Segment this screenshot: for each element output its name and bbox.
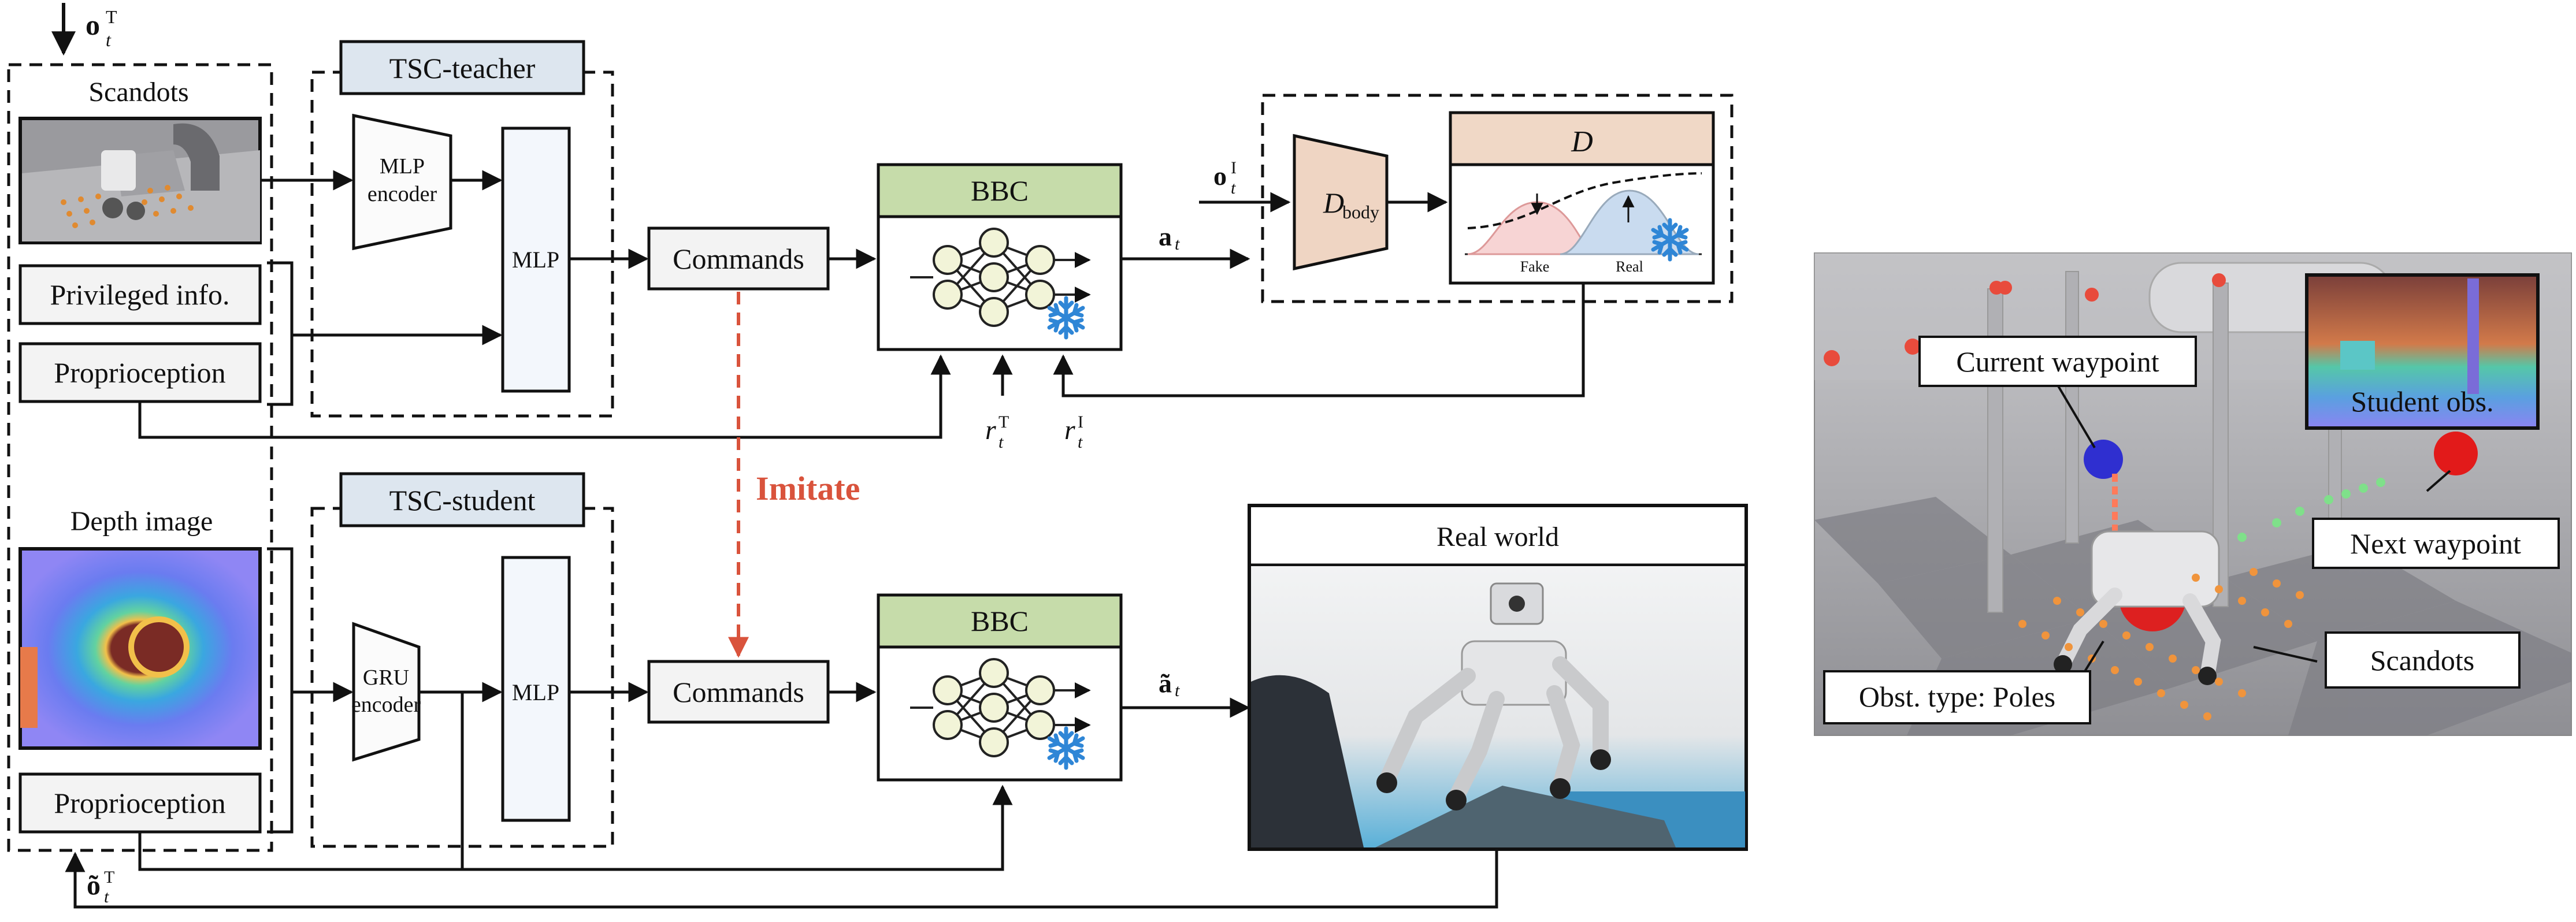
bbc-bottom-block <box>877 593 1123 782</box>
discriminator-title: D <box>1571 125 1593 158</box>
privileged-info-label: Privileged info. <box>50 278 229 311</box>
teacher-obs-sub: t <box>106 29 112 50</box>
teacher-obs-sup: T <box>106 6 117 27</box>
teacher-commands-label: Commands <box>673 243 804 275</box>
scandots-image <box>18 117 262 244</box>
teacher-obs-label: o T t <box>51 3 117 56</box>
student-proprioception-label: Proprioception <box>54 787 225 819</box>
reward-I-sub: t <box>1078 433 1083 452</box>
reward-I-sup: I <box>1078 412 1083 432</box>
real-world-title: Real world <box>1437 522 1559 552</box>
bbc-bottom-label: BBC <box>971 605 1029 637</box>
action-top-symbol: a <box>1159 222 1172 251</box>
gru-encoder-block <box>352 622 421 762</box>
imitate-label: Imitate <box>756 470 860 507</box>
action-bottom-symbol: ã <box>1159 668 1172 698</box>
next-waypoint-label: Next waypoint <box>2350 527 2521 560</box>
d-body-symbol: D <box>1323 187 1344 219</box>
tsc-teacher-title-box <box>339 40 585 95</box>
student-obs-inset <box>2305 273 2540 430</box>
sim-scandots-label: Scandots <box>2370 644 2475 676</box>
simulation-panel <box>1814 252 2572 736</box>
disc-obs-sup: I <box>1231 158 1237 177</box>
gru-encoder-line2: encoder <box>351 693 421 717</box>
real-world-panel <box>1248 504 1748 851</box>
reward-arrows <box>992 283 1585 397</box>
teacher-proprioception-label: Proprioception <box>54 356 225 389</box>
tsc-student-title: TSC-student <box>389 484 536 516</box>
student-arrows <box>65 682 1498 909</box>
teacher-arrows <box>138 170 951 439</box>
sim-robot <box>2054 530 2221 685</box>
scandots-label: Scandots <box>88 77 188 107</box>
sim-leader-lines <box>2056 383 2451 680</box>
student-mlp-label: MLP <box>512 679 559 705</box>
reward-T-sup: T <box>999 412 1009 432</box>
student-obs-sub: t <box>104 887 109 906</box>
depth-image <box>18 547 262 750</box>
bbc-top-block <box>877 163 1123 351</box>
disc-obs-symbol: o <box>1213 161 1227 191</box>
action-top-sub: t <box>1175 235 1180 254</box>
d-body-sub: body <box>1342 202 1379 222</box>
teacher-commands-box <box>647 226 830 291</box>
mlp-encoder-line1: MLP <box>380 154 425 179</box>
student-mlp-block <box>501 556 571 822</box>
current-waypoint-box <box>1918 336 2197 387</box>
action-bottom-sub: t <box>1175 681 1180 700</box>
obst-type-label: Obst. type: Poles <box>1859 681 2055 713</box>
fake-label: Fake <box>1520 258 1550 275</box>
tsc-teacher-title: TSC-teacher <box>389 52 536 84</box>
reward-T-sub: t <box>999 433 1004 452</box>
student-obs-label: Student obs. <box>2351 385 2493 418</box>
depth-image-label: Depth image <box>70 506 213 537</box>
discriminator-frame <box>1261 94 1734 303</box>
privileged-info-box <box>18 264 262 325</box>
real-label: Real <box>1616 258 1643 275</box>
student-obs-sup: T <box>104 868 114 887</box>
observation-frame <box>7 63 273 852</box>
d-body-block <box>1293 133 1389 271</box>
current-waypoint-label: Current waypoint <box>1956 345 2159 378</box>
bbc-top-label: BBC <box>971 174 1029 207</box>
teacher-mlp-label: MLP <box>512 247 559 273</box>
student-bracket <box>267 547 294 834</box>
teacher-proprioception-box <box>18 342 262 403</box>
reward-I-symbol: r <box>1064 415 1075 445</box>
discriminator-block <box>1449 111 1715 285</box>
student-obs-symbol: õ <box>87 870 101 901</box>
mlp-encoder-line2: encoder <box>368 182 437 206</box>
tsc-student-title-box <box>339 472 585 527</box>
mlp-encoder-block <box>352 113 452 251</box>
gru-encoder-line1: GRU <box>363 666 409 690</box>
student-commands-label: Commands <box>673 676 804 708</box>
disc-obs-sub: t <box>1231 179 1236 198</box>
next-waypoint-box <box>2312 518 2560 569</box>
teacher-obs-symbol: o <box>86 9 100 41</box>
sim-scandots-box <box>2325 631 2521 689</box>
reward-T-symbol: r <box>985 415 996 445</box>
obst-type-box <box>1823 670 2091 724</box>
